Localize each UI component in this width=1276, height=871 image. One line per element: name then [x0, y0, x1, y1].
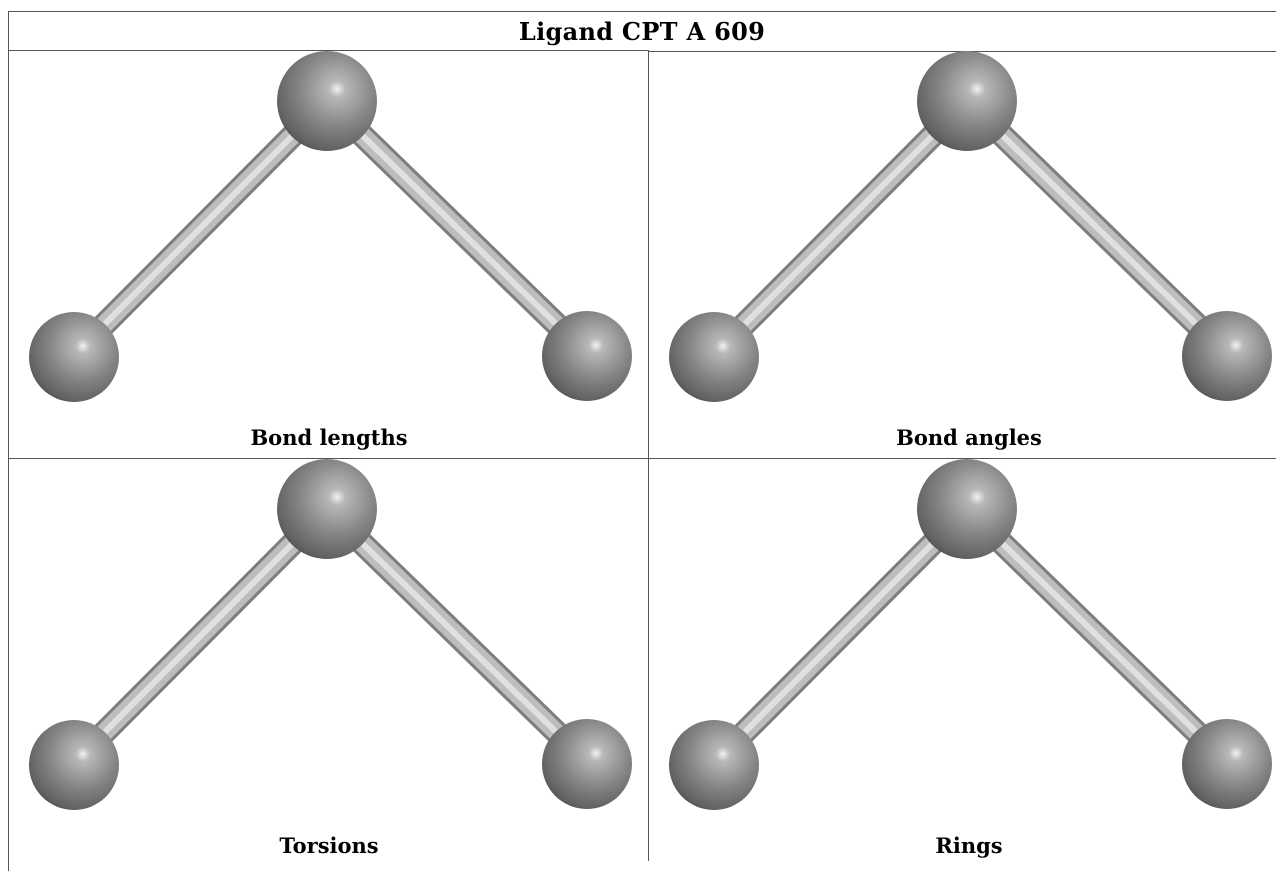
panel-bond-lengths: Bond lengths: [9, 51, 649, 456]
title-bar: Ligand CPT A 609: [8, 12, 1276, 50]
molecule-structure: [9, 459, 649, 864]
molecule-structure: [649, 51, 1276, 456]
table-frame: [8, 11, 1276, 871]
column-divider: [648, 51, 649, 861]
panel-torsions: Torsions: [9, 459, 649, 864]
row-divider: [9, 458, 1276, 459]
panel-label: Bond angles: [896, 425, 1042, 450]
panel-rings: Rings: [649, 459, 1276, 864]
panel-label: Bond lengths: [250, 425, 408, 450]
panel-label: Rings: [935, 833, 1003, 858]
molecule-structure: [9, 51, 649, 456]
page-title: Ligand CPT A 609: [518, 16, 766, 46]
title-divider-left: [9, 50, 649, 51]
panel-bond-angles: Bond angles: [649, 51, 1276, 456]
molecule-structure: [649, 459, 1276, 864]
panel-label: Torsions: [279, 833, 379, 858]
